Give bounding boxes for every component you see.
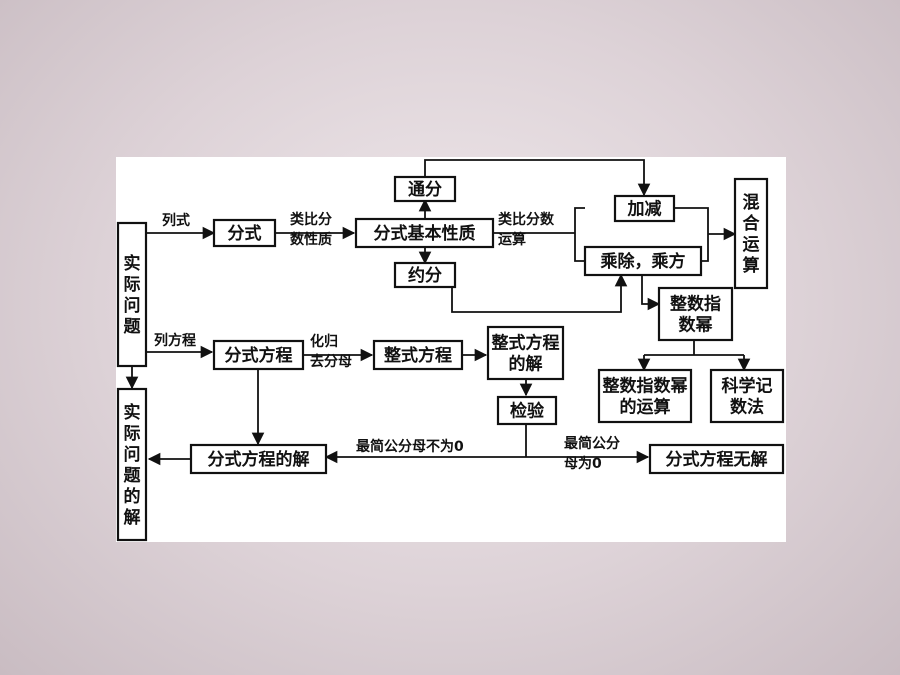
- label-leibi-yunsuan: 类比分数运算: [498, 211, 555, 248]
- edge-chengchu-to-intpower: [641, 275, 661, 311]
- svg-text:通分: 通分: [408, 180, 442, 200]
- node-jiajian: 加减: [613, 194, 676, 223]
- svg-text:加减: 加减: [627, 198, 662, 219]
- node-fangcheng-de-jie: 分式方程的解: [189, 443, 328, 475]
- label-huagui: 化归去分母: [310, 333, 352, 370]
- node-zhishumi-yunsuan: 整数指数幂的运算: [597, 368, 693, 424]
- label-wei-ling: 最简公分母为0: [564, 435, 620, 472]
- node-yuefen: 约分: [393, 261, 457, 289]
- label-lie-fangcheng: 列方程: [154, 332, 196, 349]
- edge-tongfen-to-jiajian: [424, 159, 651, 197]
- svg-text:科学记数法: 科学记数法: [722, 375, 773, 417]
- svg-text:约分: 约分: [408, 265, 442, 286]
- edge-labels: 列式 类比分数性质 类比分数运算 列方程 化归去分母 最简公分母不为0 最简公分…: [154, 211, 620, 472]
- svg-text:分式方程无解: 分式方程无解: [666, 449, 768, 470]
- svg-text:分式方程的解: 分式方程的解: [208, 449, 310, 470]
- edge-yuefen-to-chengchu: [451, 273, 628, 313]
- svg-text:乘除，乘方: 乘除，乘方: [600, 251, 686, 272]
- svg-text:整数指数幂的运算: 整数指数幂的运算: [603, 375, 688, 417]
- svg-text:分式方程: 分式方程: [225, 345, 293, 366]
- knowledge-flowchart: 列式 类比分数性质 类比分数运算 列方程 化归去分母 最简公分母不为0 最简公分…: [116, 159, 785, 542]
- svg-text:混合运算: 混合运算: [742, 193, 761, 276]
- node-zhengshi-jie: 整式方程的解: [486, 325, 565, 381]
- svg-text:实际问题: 实际问题: [124, 253, 142, 337]
- connectors: [125, 159, 751, 466]
- node-jianyan: 检验: [496, 395, 558, 426]
- label-lieshi: 列式: [162, 212, 190, 229]
- svg-text:整式方程: 整式方程: [384, 345, 452, 366]
- node-chengchu: 乘除，乘方: [583, 245, 703, 277]
- label-leibi-xingzhi: 类比分数性质: [290, 211, 332, 248]
- node-jiben-xingzhi: 分式基本性质: [354, 217, 495, 249]
- node-fenshi-fangcheng: 分式方程: [212, 339, 305, 371]
- svg-text:整数指数幂: 整数指数幂: [670, 293, 721, 335]
- svg-text:检验: 检验: [510, 400, 545, 421]
- diagram-panel: 列式 类比分数性质 类比分数运算 列方程 化归去分母 最简公分母不为0 最简公分…: [116, 157, 786, 542]
- node-hunhe-yunsuan: 混合运算: [733, 177, 769, 290]
- node-fangcheng-wujie: 分式方程无解: [648, 443, 785, 475]
- node-shiji-wenti: 实际问题: [116, 221, 148, 368]
- label-bu-wei-ling: 最简公分母不为0: [356, 438, 464, 455]
- node-shiji-jie: 实际问题的解: [116, 387, 148, 542]
- node-fenshi: 分式: [212, 218, 277, 248]
- svg-text:分式: 分式: [228, 223, 262, 244]
- node-zhengshi-fangcheng: 整式方程: [372, 339, 464, 371]
- node-tongfen: 通分: [393, 175, 457, 203]
- node-zhengshu-zhishumi: 整数指数幂: [657, 286, 734, 342]
- svg-text:分式基本性质: 分式基本性质: [374, 223, 476, 244]
- edge-bracket-left: [574, 207, 585, 262]
- svg-text:实际问题的解: 实际问题的解: [124, 402, 142, 528]
- node-kexue-jishu: 科学记数法: [709, 368, 785, 424]
- svg-text:整式方程的解: 整式方程的解: [492, 332, 560, 374]
